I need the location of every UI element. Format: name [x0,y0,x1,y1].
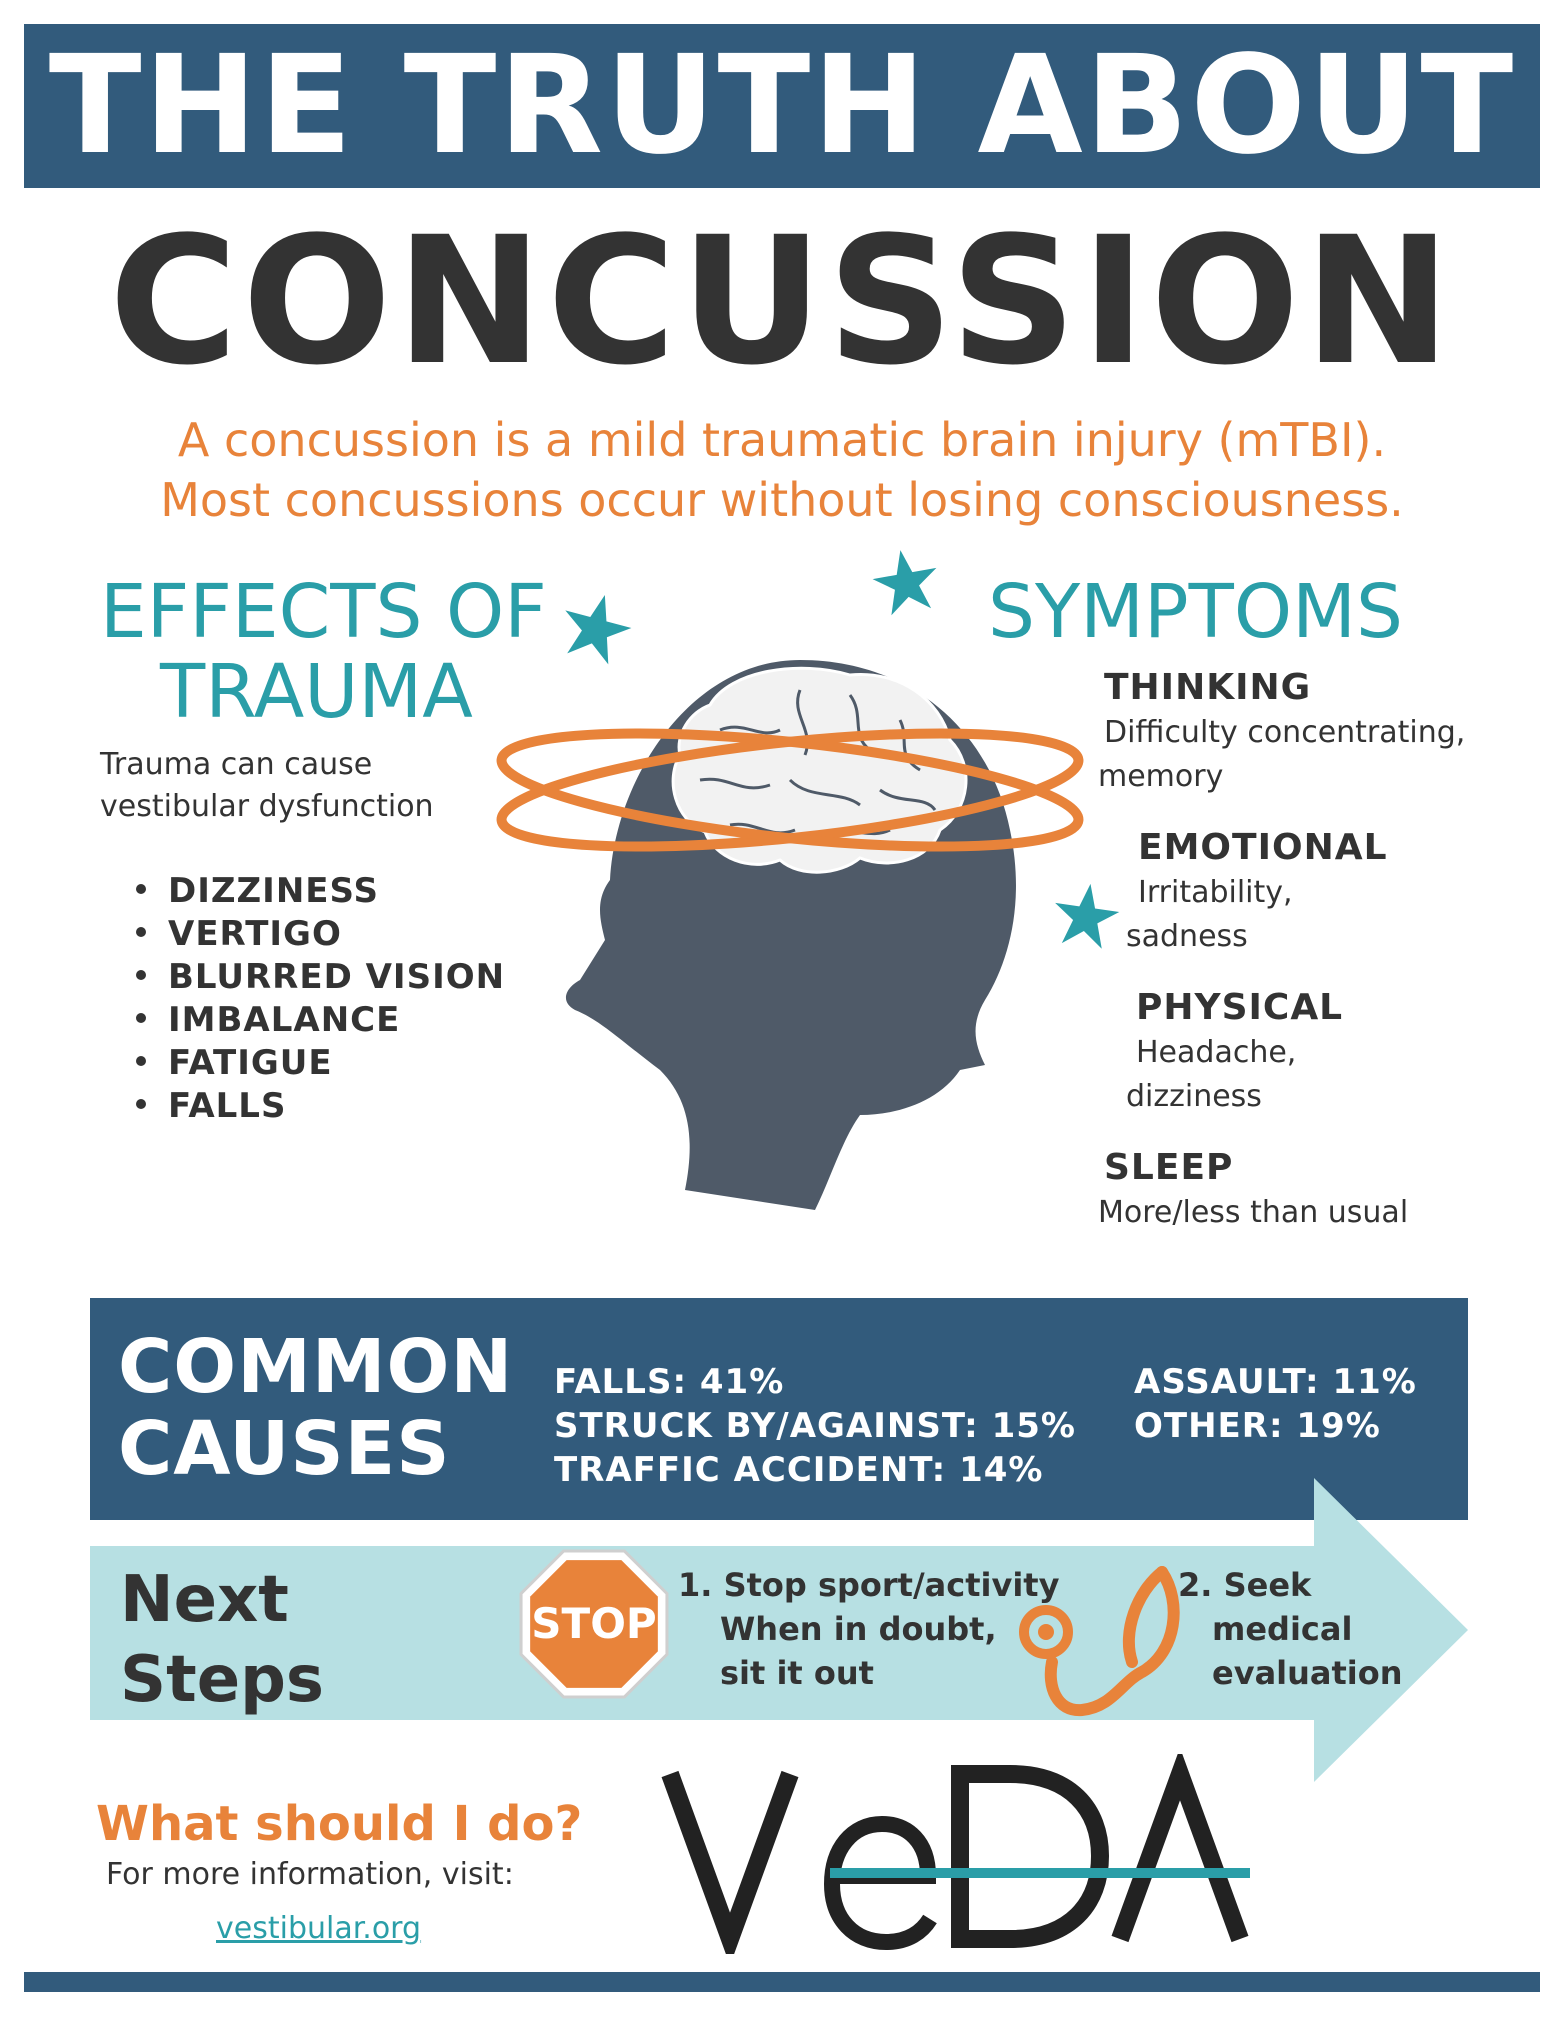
effects-title-line-1: EFFECTS OF [100,569,547,655]
symptom-desc: Irritability, [1138,875,1293,910]
step-1-line-3: sit it out [720,1654,874,1692]
head-brain-illustration [496,660,1084,1210]
bullet-icon [136,1098,146,1109]
star-icon [872,550,937,616]
effects-list: DIZZINESS VERTIGO BLURRED VISION IMBALAN… [136,870,505,1128]
list-item: IMBALANCE [136,999,505,1042]
list-item: FATIGUE [136,1042,505,1085]
list-item: BLURRED VISION [136,956,505,999]
bullet-icon [136,883,146,894]
intro-line-2: Most concussions occur without losing co… [160,473,1404,527]
symptom-desc: More/less than usual [1098,1195,1409,1230]
star-icon [1055,883,1120,949]
bullet-icon [136,1012,146,1023]
symptom-desc: dizziness [1126,1079,1262,1114]
symptom-heading-emotional: EMOTIONAL [1138,827,1388,868]
veda-logo [661,1754,1250,1954]
step-1-line-2: When in doubt, [720,1610,997,1648]
step-2-line-3: evaluation [1212,1654,1403,1692]
website-link[interactable]: vestibular.org [216,1911,422,1946]
symptom-heading-thinking: THINKING [1104,667,1312,708]
next-steps-arrow [90,1478,1468,1782]
main-title: CONCUSSION [108,199,1456,404]
symptom-heading-sleep: SLEEP [1104,1147,1234,1188]
effects-desc-line-1: Trauma can cause [100,747,373,782]
list-item: FALLS [136,1085,505,1128]
star-icon [565,594,632,665]
header-top-line: THE TRUTH ABOUT [48,27,1516,185]
cause-item: OTHER: 19% [1134,1406,1381,1446]
bullet-icon [136,1055,146,1066]
bullet-icon [136,969,146,980]
effects-title-line-2: TRAUMA [160,649,473,735]
orbit-ring-2 [496,728,1084,852]
symptom-heading-physical: PHYSICAL [1136,987,1344,1028]
brain-folds [699,689,937,837]
next-steps-title: Next Steps [120,1563,324,1717]
header-banner [24,24,1540,188]
step-1-line-1: 1. Stop sport/activity [678,1566,1060,1604]
causes-banner [90,1298,1468,1520]
step-2-line-1: 2. Seek [1178,1566,1312,1604]
question-text: What should I do? [96,1796,583,1852]
list-item: DIZZINESS [136,870,505,913]
symptom-desc: Difficulty concentrating, [1104,715,1466,750]
cause-item: FALLS: 41% [554,1362,785,1402]
footer-bar [24,1972,1540,1992]
stop-octagon [519,1549,669,1699]
cause-item: ASSAULT: 11% [1134,1362,1417,1402]
symptom-desc: Headache, [1136,1035,1297,1070]
causes-title: COMMON CAUSES [118,1324,514,1492]
symptoms-title: SYMPTOMS [988,569,1403,655]
symptom-desc: sadness [1126,919,1248,954]
bullet-icon [136,926,146,937]
symptom-desc: memory [1098,759,1224,794]
cause-item: TRAFFIC ACCIDENT: 14% [554,1450,1044,1490]
list-item: VERTIGO [136,913,505,956]
cause-item: STRUCK BY/AGAINST: 15% [554,1406,1076,1446]
effects-desc-line-2: vestibular dysfunction [100,789,434,824]
stethoscope-icon [1019,1566,1180,1717]
stop-sign-icon: STOP [518,1548,670,1700]
intro-line-1: A concussion is a mild traumatic brain i… [177,413,1387,467]
info-text: For more information, visit: [106,1857,514,1892]
step-2-line-2: medical [1212,1610,1353,1648]
